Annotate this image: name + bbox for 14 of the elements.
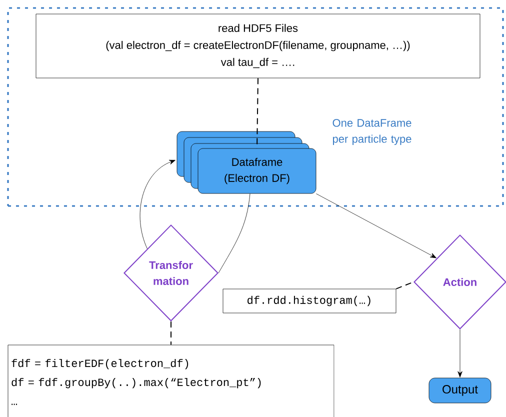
dashed-connector	[396, 281, 414, 290]
dashed-region	[7, 7, 504, 207]
dashed-connector	[256, 78, 258, 149]
dashed-connector	[170, 321, 172, 346]
arrow	[316, 194, 436, 258]
arrow	[458, 329, 462, 378]
dataframe-stack: Dataframe (Electron DF)	[176, 131, 316, 194]
code-box: df.rdd.histogram(…)	[222, 288, 396, 314]
process-box: read HDF5 Files (val electron_df = createElectronDF(filename, groupname, …)) val tau_df = ….	[36, 14, 480, 78]
output-box: Output	[428, 378, 492, 404]
code-box: fdf = filterEDF(electron_df) df = fdf.groupBy(..).max(“Electron_pt”) …	[8, 344, 334, 417]
connector-line	[218, 194, 250, 274]
annotation-text: One DataFrame per particle type	[332, 119, 412, 145]
arrow	[140, 160, 176, 249]
